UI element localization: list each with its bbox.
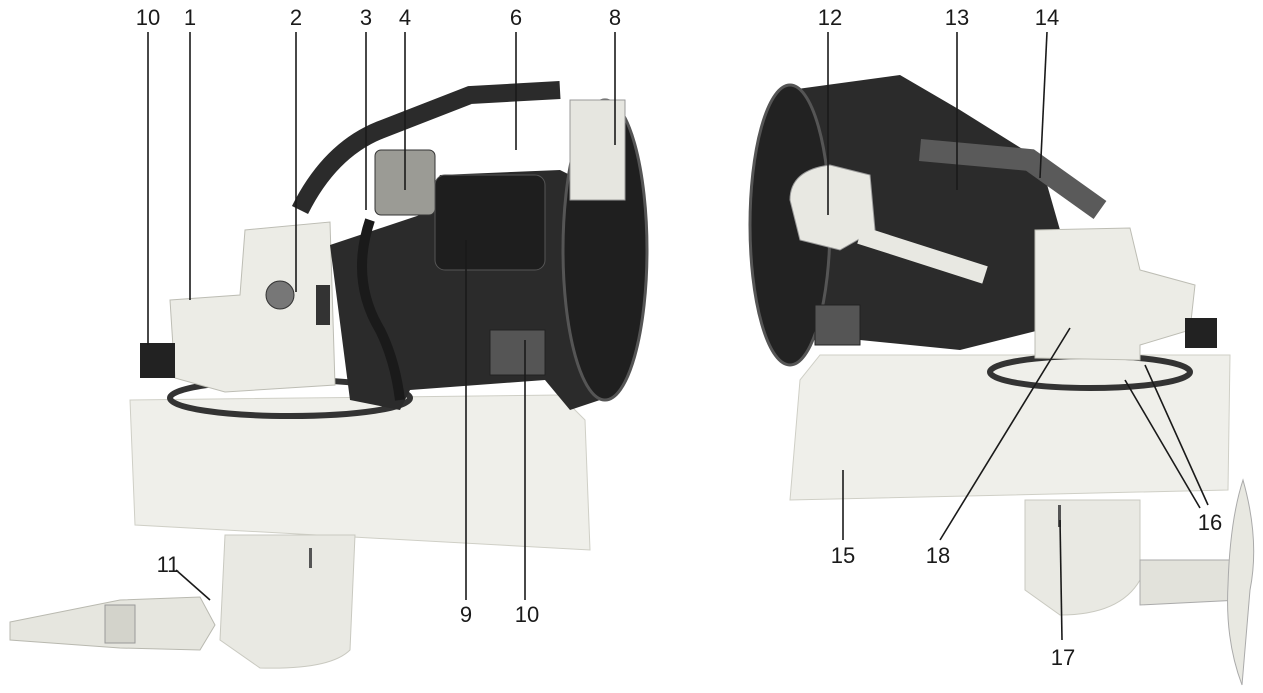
callout-4: 4 — [399, 5, 411, 30]
left-light-cover — [169, 221, 336, 393]
leader-16a — [1144, 364, 1209, 506]
leader-11 — [175, 569, 211, 601]
left-filler-cap — [265, 280, 295, 310]
left-starter-motor — [434, 174, 546, 271]
callout-9: 9 — [460, 602, 472, 627]
right-leg-marks — [1058, 505, 1061, 527]
callout-18: 18 — [926, 543, 950, 568]
left-label-plate — [316, 285, 330, 325]
left-coolant-hose — [357, 218, 405, 401]
callout-10-left: 10 — [136, 5, 160, 30]
leader-16b — [1124, 379, 1201, 509]
callout-17: 17 — [1051, 645, 1075, 670]
callout-8: 8 — [609, 5, 621, 30]
right-engine-mount — [814, 304, 861, 346]
right-propeller-hub — [1139, 559, 1241, 606]
callout-14: 14 — [1035, 5, 1059, 30]
left-drive-leg — [219, 534, 356, 669]
leader-17 — [1059, 519, 1063, 641]
callout-labels: 10 1 2 3 4 6 8 9 10 11 12 13 14 15 16 17… — [136, 5, 1222, 670]
leader-18 — [939, 327, 1071, 541]
left-leg-marks — [309, 548, 312, 568]
callout-6: 6 — [510, 5, 522, 30]
left-prop-hub — [104, 604, 136, 644]
leader-14 — [1039, 31, 1048, 179]
leader-lines — [147, 31, 1209, 641]
callout-12: 12 — [818, 5, 842, 30]
right-base-housing — [789, 354, 1231, 501]
right-engine-view — [748, 75, 1255, 686]
left-engine-view — [9, 81, 649, 669]
callout-15: 15 — [831, 543, 855, 568]
left-rear-mount — [140, 343, 175, 378]
callout-3: 3 — [360, 5, 372, 30]
callout-1: 1 — [184, 5, 196, 30]
right-engine-block — [790, 75, 1060, 350]
right-propeller-blade — [1227, 478, 1255, 686]
callout-10-right: 10 — [515, 602, 539, 627]
right-drive-leg — [1024, 499, 1141, 616]
callout-16: 16 — [1198, 510, 1222, 535]
left-engine-mount — [489, 329, 546, 376]
callout-2: 2 — [290, 5, 302, 30]
right-filler-tube — [857, 226, 988, 284]
left-alternator-bracket — [569, 99, 626, 201]
right-rear-mount — [1185, 318, 1217, 348]
left-top-pipe — [291, 81, 561, 215]
right-light-cover — [1034, 227, 1196, 361]
callout-11: 11 — [157, 552, 180, 577]
left-base-housing — [129, 394, 591, 551]
callout-13: 13 — [945, 5, 969, 30]
